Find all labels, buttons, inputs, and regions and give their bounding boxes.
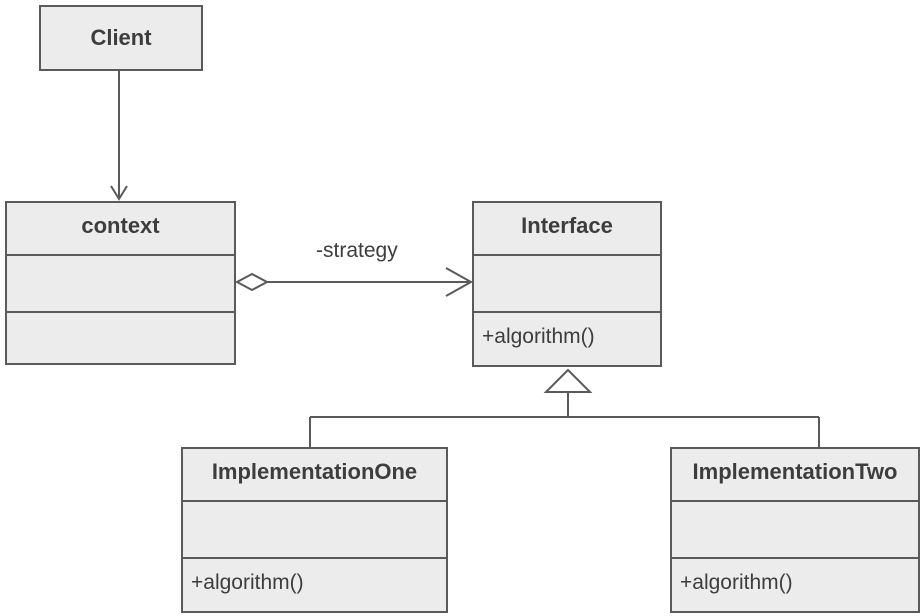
class-interface-name: Interface [521,213,613,238]
class-client[interactable]: Client [39,5,203,71]
class-implementation-two-attributes [672,500,918,557]
class-implementation-one-operation: +algorithm() [191,571,304,594]
generalization-triangle [543,368,593,393]
class-implementation-one-attributes [183,500,446,557]
class-implementation-two-operations: +algorithm() [672,557,918,611]
client-to-context-arrowhead [110,185,128,201]
class-implementation-two[interactable]: ImplementationTwo +algorithm() [670,447,920,613]
class-context-operations [7,311,234,363]
class-interface-operations: +algorithm() [474,311,660,365]
class-implementation-one-name: ImplementationOne [211,459,418,484]
class-implementation-one[interactable]: ImplementationOne +algorithm() [181,447,448,613]
class-interface[interactable]: Interface +algorithm() [472,201,662,367]
strategy-association-arrowhead [445,267,474,297]
class-client-name: Client [90,25,152,50]
strategy-association-label: -strategy [316,239,398,262]
class-implementation-one-operations: +algorithm() [183,557,446,611]
class-context-name: context [81,213,160,238]
class-interface-operation: +algorithm() [482,325,595,348]
aggregation-diamond [234,272,270,292]
class-context[interactable]: context [5,201,236,365]
class-implementation-two-operation: +algorithm() [680,571,793,594]
class-implementation-two-name: ImplementationTwo [692,459,898,484]
class-interface-attributes [474,254,660,311]
class-context-attributes [7,254,234,311]
